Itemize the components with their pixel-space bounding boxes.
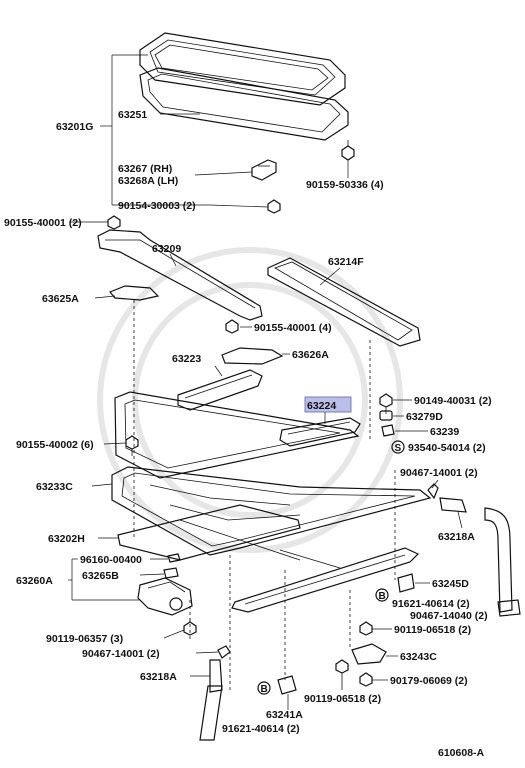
label-63626A[interactable]: 63626A (292, 349, 329, 361)
label-63243C[interactable]: 63243C (400, 651, 437, 663)
label-91621-b[interactable]: 91621-40614 (2) (222, 723, 300, 735)
marker-b-right-text: B (379, 591, 386, 602)
label-63268A[interactable]: 63268A (LH) (118, 175, 178, 187)
label-90119-06518-a[interactable]: 90119-06518 (2) (394, 624, 471, 636)
label-63241A[interactable]: 63241A (266, 709, 303, 721)
drip-rail-63214F (267, 257, 421, 347)
label-63265B[interactable]: 63265B (82, 570, 119, 582)
screw-90154 (267, 199, 281, 214)
watermark-logo (97, 247, 403, 553)
label-90155-40001-b[interactable]: 90155-40001 (4) (254, 322, 332, 334)
label-90119-06518-b[interactable]: 90119-06518 (2) (304, 693, 381, 705)
label-90119-06357[interactable]: 90119-06357 (3) (46, 633, 123, 645)
drain-hose-63218A-left (199, 659, 223, 741)
label-63209[interactable]: 63209 (152, 243, 181, 255)
label-90155-40002[interactable]: 90155-40002 (6) (16, 439, 94, 451)
deflector-63209 (97, 229, 263, 321)
label-90467-a[interactable]: 90467-14001 (2) (400, 467, 478, 479)
diagram-code: 610608-A (438, 747, 485, 759)
label-63625A[interactable]: 63625A (42, 293, 79, 305)
screw-90155-40001-a (107, 215, 121, 230)
screw-90119-06357 (183, 618, 197, 636)
housing-63233C (111, 466, 432, 556)
motor-63260A (137, 577, 193, 616)
bracket-63626A (221, 347, 284, 365)
label-90154[interactable]: 90154-30003 (2) (118, 200, 196, 212)
label-63223[interactable]: 63223 (172, 353, 201, 365)
nut-90179 (359, 672, 373, 687)
glass-panel-63201G (139, 32, 346, 106)
screw-90119-06518-a (359, 621, 373, 636)
slide-cable-63224 (279, 417, 361, 447)
sunshade-63223 (177, 369, 263, 411)
bracket-63265B (163, 567, 179, 579)
label-63267[interactable]: 63267 (RH) (118, 163, 172, 175)
label-63218A-left[interactable]: 63218A (140, 671, 177, 683)
label-63245D[interactable]: 63245D (432, 578, 469, 590)
label-90155-40001-a[interactable]: 90155-40001 (2) (4, 217, 82, 229)
marker-b-bottom-text: B (261, 684, 268, 695)
marker-s: S (391, 440, 405, 454)
screw-90119-06518-b (335, 659, 349, 690)
label-63279D[interactable]: 63279D (406, 411, 443, 423)
label-90467-14040[interactable]: 90467-14040 (2) (410, 610, 488, 622)
drain-hose-63218A-right (439, 497, 521, 617)
bracket-63241A (277, 675, 297, 695)
label-63201G[interactable]: 63201G (56, 121, 93, 133)
label-63260A[interactable]: 63260A (16, 575, 53, 587)
label-63218A-right[interactable]: 63218A (438, 531, 475, 543)
label-63251[interactable]: 63251 (118, 109, 147, 121)
cap-63279D (379, 410, 393, 421)
screw-90155-40002 (125, 435, 139, 456)
label-63233C[interactable]: 63233C (36, 481, 73, 493)
label-63224[interactable]: 63224 (307, 400, 336, 412)
screw-90159 (341, 140, 355, 161)
nut-63239 (381, 424, 395, 437)
label-90467-b[interactable]: 90467-14001 (2) (82, 648, 160, 660)
label-90159[interactable]: 90159-50336 (4) (306, 179, 384, 191)
clip-90467-a (427, 483, 439, 500)
weatherstrip-63251 (139, 67, 349, 141)
label-93540[interactable]: 93540-54014 (2) (408, 442, 486, 454)
marker-b-bottom: B (257, 681, 271, 695)
part-labels: 63201G 63251 63267 (RH) 63268A (LH) 9015… (4, 109, 492, 759)
marker-s-text: S (395, 443, 402, 454)
bracket-63245D (397, 573, 415, 593)
label-63202H[interactable]: 63202H (48, 533, 85, 545)
bracket-96160 (167, 553, 181, 563)
label-90149[interactable]: 90149-40031 (2) (414, 395, 492, 407)
highlight-63224[interactable] (304, 396, 352, 413)
bracket-63267 (251, 159, 277, 181)
label-91621-a[interactable]: 91621-40614 (2) (392, 598, 470, 610)
clip-90467-b (217, 645, 231, 659)
label-63239[interactable]: 63239 (430, 426, 459, 438)
marker-b-right: B (375, 588, 389, 602)
frame-63202H (117, 504, 420, 613)
label-96160[interactable]: 96160-00400 (80, 554, 142, 566)
label-90179[interactable]: 90179-06069 (2) (390, 675, 468, 687)
bracket-63243C (351, 643, 387, 665)
label-63214F[interactable]: 63214F (328, 256, 364, 268)
screw-90155-40001-b (225, 319, 239, 334)
